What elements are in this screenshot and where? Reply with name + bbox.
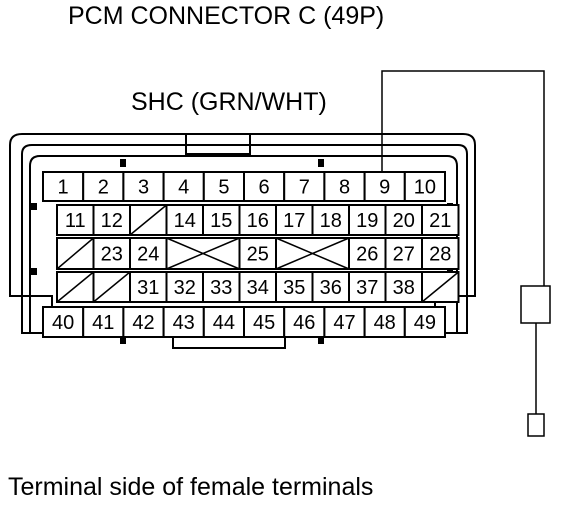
pin-number: 7	[299, 177, 310, 199]
pin-cell	[403, 171, 446, 202]
blank-cavity-cross	[275, 237, 350, 270]
guide-mark	[31, 268, 37, 275]
pin-cell	[122, 171, 165, 202]
blank-cavity-cross	[166, 237, 240, 270]
pin-cell	[421, 237, 460, 270]
connector-bottom-key	[172, 335, 286, 349]
connector-housing-outer	[9, 133, 476, 334]
pin-number: 24	[137, 244, 159, 266]
pin-number: 46	[293, 312, 315, 334]
pin-number: 47	[333, 312, 355, 334]
pin-number: 45	[253, 312, 275, 334]
probe-connector	[520, 285, 551, 324]
probe-wire	[381, 70, 545, 416]
pin-cell	[165, 204, 204, 236]
blank-cavity-slash	[56, 271, 94, 303]
pin-cell	[363, 171, 406, 202]
pin-number: 38	[393, 277, 415, 299]
pin-number: 48	[374, 312, 396, 334]
pin-number: 1	[58, 177, 69, 199]
blank-cavity-slash	[421, 271, 459, 303]
pin-cell	[82, 306, 125, 338]
blank-cavity-slash	[93, 271, 131, 303]
pin-cell	[82, 171, 125, 202]
pin-number: 20	[393, 210, 415, 232]
pin-cell	[283, 171, 326, 202]
pin-number: 14	[174, 210, 196, 232]
pin-cell	[202, 171, 246, 202]
pin-cell	[238, 237, 277, 270]
guide-mark	[120, 336, 126, 344]
pin-number: 6	[259, 177, 270, 199]
pin-number: 18	[320, 210, 342, 232]
pin-cell	[348, 204, 387, 236]
pin-cell	[283, 306, 326, 338]
pin-number: 35	[283, 277, 305, 299]
connector-housing-inner	[29, 155, 458, 333]
pin-number: 15	[210, 210, 232, 232]
pin-cell	[384, 204, 423, 236]
pin-number: 36	[320, 277, 342, 299]
pin-number: 21	[429, 210, 451, 232]
pin-number: 10	[414, 177, 436, 199]
pin-cell	[403, 306, 446, 338]
pin-number: 42	[132, 312, 154, 334]
pin-number: 9	[379, 177, 390, 199]
pin-number: 12	[101, 210, 123, 232]
pin-cell	[165, 271, 204, 303]
blank-cavity-slash	[129, 204, 167, 236]
pin-number: 44	[213, 312, 235, 334]
pin-cell	[323, 306, 366, 338]
pin-number: 31	[137, 277, 159, 299]
pin-number: 4	[178, 177, 189, 199]
pin-cell	[42, 171, 85, 202]
pin-cell	[162, 306, 205, 338]
pin-cell	[202, 204, 241, 236]
pin-number: 2	[98, 177, 109, 199]
pin-number: 17	[283, 210, 305, 232]
pin-number: 27	[393, 244, 415, 266]
guide-mark	[318, 336, 324, 344]
pin-number: 25	[247, 244, 269, 266]
guide-mark	[120, 159, 126, 167]
pin-cell	[243, 171, 286, 202]
pin-number: 28	[429, 244, 451, 266]
probe-tip	[527, 413, 545, 437]
pin-cell	[384, 271, 423, 303]
pin-number: 16	[247, 210, 269, 232]
guide-mark	[318, 159, 324, 167]
pin-number: 26	[356, 244, 378, 266]
pin-number: 43	[173, 312, 195, 334]
pin-number: 33	[210, 277, 232, 299]
connector-latch	[185, 134, 251, 155]
pin-cell	[238, 204, 277, 236]
pin-cell	[92, 237, 131, 270]
guide-mark	[31, 203, 37, 210]
pin-number: 37	[356, 277, 378, 299]
pin-cell	[421, 204, 460, 236]
pin-number: 49	[414, 312, 436, 334]
pin-number: 40	[52, 312, 74, 334]
pin-number: 11	[65, 210, 86, 232]
caption: Terminal side of female terminals	[8, 473, 374, 501]
pin-number: 19	[356, 210, 378, 232]
pin-cell	[162, 171, 205, 202]
pin-cell	[311, 204, 350, 236]
wire-label: SHC (GRN/WHT)	[131, 88, 327, 116]
pin-number: 34	[247, 277, 269, 299]
pin-number: 8	[339, 177, 350, 199]
pin-number: 3	[138, 177, 149, 199]
diagram-title: PCM CONNECTOR C (49P)	[68, 2, 385, 30]
pin-number: 5	[218, 177, 229, 199]
pin-cell	[202, 306, 246, 338]
blank-cavity-slash	[56, 237, 94, 270]
pin-number: 23	[101, 244, 123, 266]
pin-number: 41	[92, 312, 114, 334]
pin-cell	[323, 171, 366, 202]
pin-cell	[363, 306, 406, 338]
pin-number: 32	[174, 277, 196, 299]
